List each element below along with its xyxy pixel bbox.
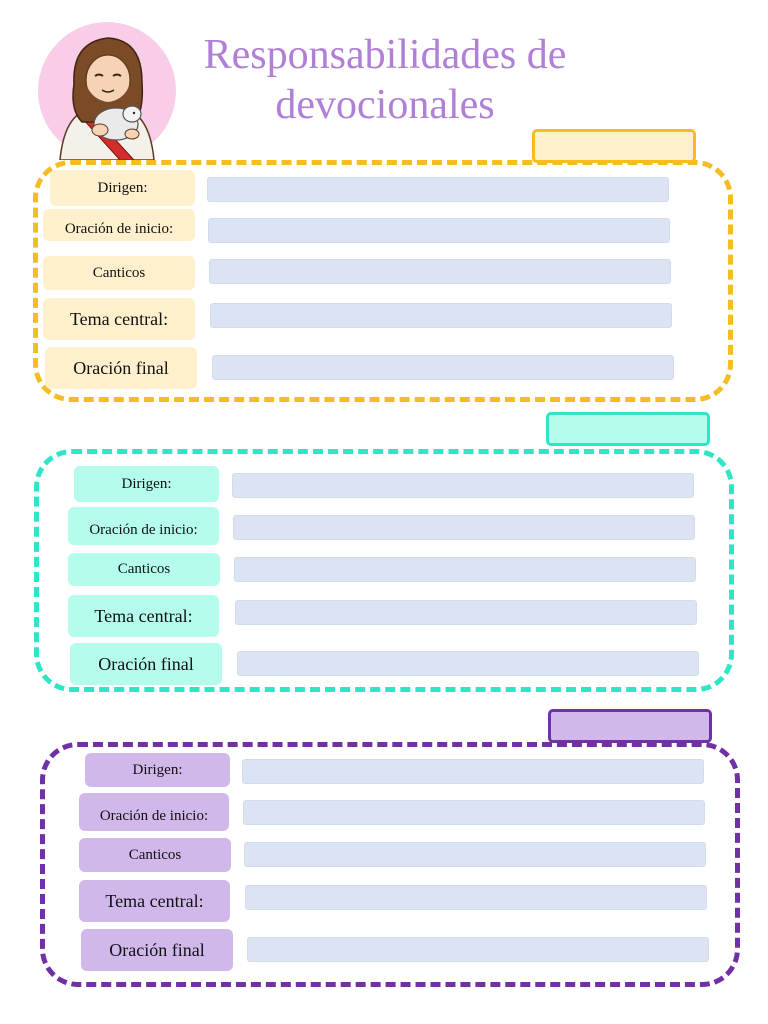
label-canticos: Canticos (43, 256, 195, 290)
section-frame (40, 742, 740, 987)
section-frame (34, 449, 734, 692)
label-oracion-final: Oración final (45, 347, 197, 389)
page-title: Responsabilidades de devocionales (170, 30, 600, 130)
field-oracion-final[interactable] (247, 937, 709, 962)
label-oracion-inicio: Oración de inicio: (43, 209, 195, 241)
field-canticos[interactable] (234, 557, 696, 582)
label-dirigen: Dirigen: (85, 753, 230, 787)
label-dirigen: Dirigen: (74, 466, 219, 502)
field-dirigen[interactable] (207, 177, 669, 202)
field-oracion-final[interactable] (212, 355, 674, 380)
label-oracion-final: Oración final (70, 643, 222, 685)
label-tema-central: Tema central: (79, 880, 230, 922)
page-title-line-2: devocionales (275, 82, 495, 128)
label-oracion-final: Oración final (81, 929, 233, 971)
section-frame (33, 160, 733, 402)
field-canticos[interactable] (244, 842, 706, 867)
label-dirigen: Dirigen: (50, 170, 195, 206)
field-tema-central[interactable] (245, 885, 707, 910)
section-tab[interactable] (532, 129, 696, 163)
field-tema-central[interactable] (210, 303, 672, 328)
label-oracion-inicio: Oración de inicio: (79, 793, 229, 831)
label-oracion-inicio: Oración de inicio: (68, 507, 219, 545)
label-canticos: Canticos (79, 838, 231, 872)
page-title-line-1: Responsabilidades de (203, 32, 567, 78)
field-oracion-inicio[interactable] (243, 800, 705, 825)
label-tema-central: Tema central: (68, 595, 219, 637)
field-oracion-inicio[interactable] (233, 515, 695, 540)
field-canticos[interactable] (209, 259, 671, 284)
field-dirigen[interactable] (232, 473, 694, 498)
label-canticos: Canticos (68, 553, 220, 586)
section-tab[interactable] (546, 412, 710, 446)
field-tema-central[interactable] (235, 600, 697, 625)
section-tab[interactable] (548, 709, 712, 743)
field-oracion-inicio[interactable] (208, 218, 670, 243)
field-oracion-final[interactable] (237, 651, 699, 676)
field-dirigen[interactable] (242, 759, 704, 784)
jesus-with-lamb-illustration (38, 22, 176, 160)
label-tema-central: Tema central: (43, 298, 195, 340)
